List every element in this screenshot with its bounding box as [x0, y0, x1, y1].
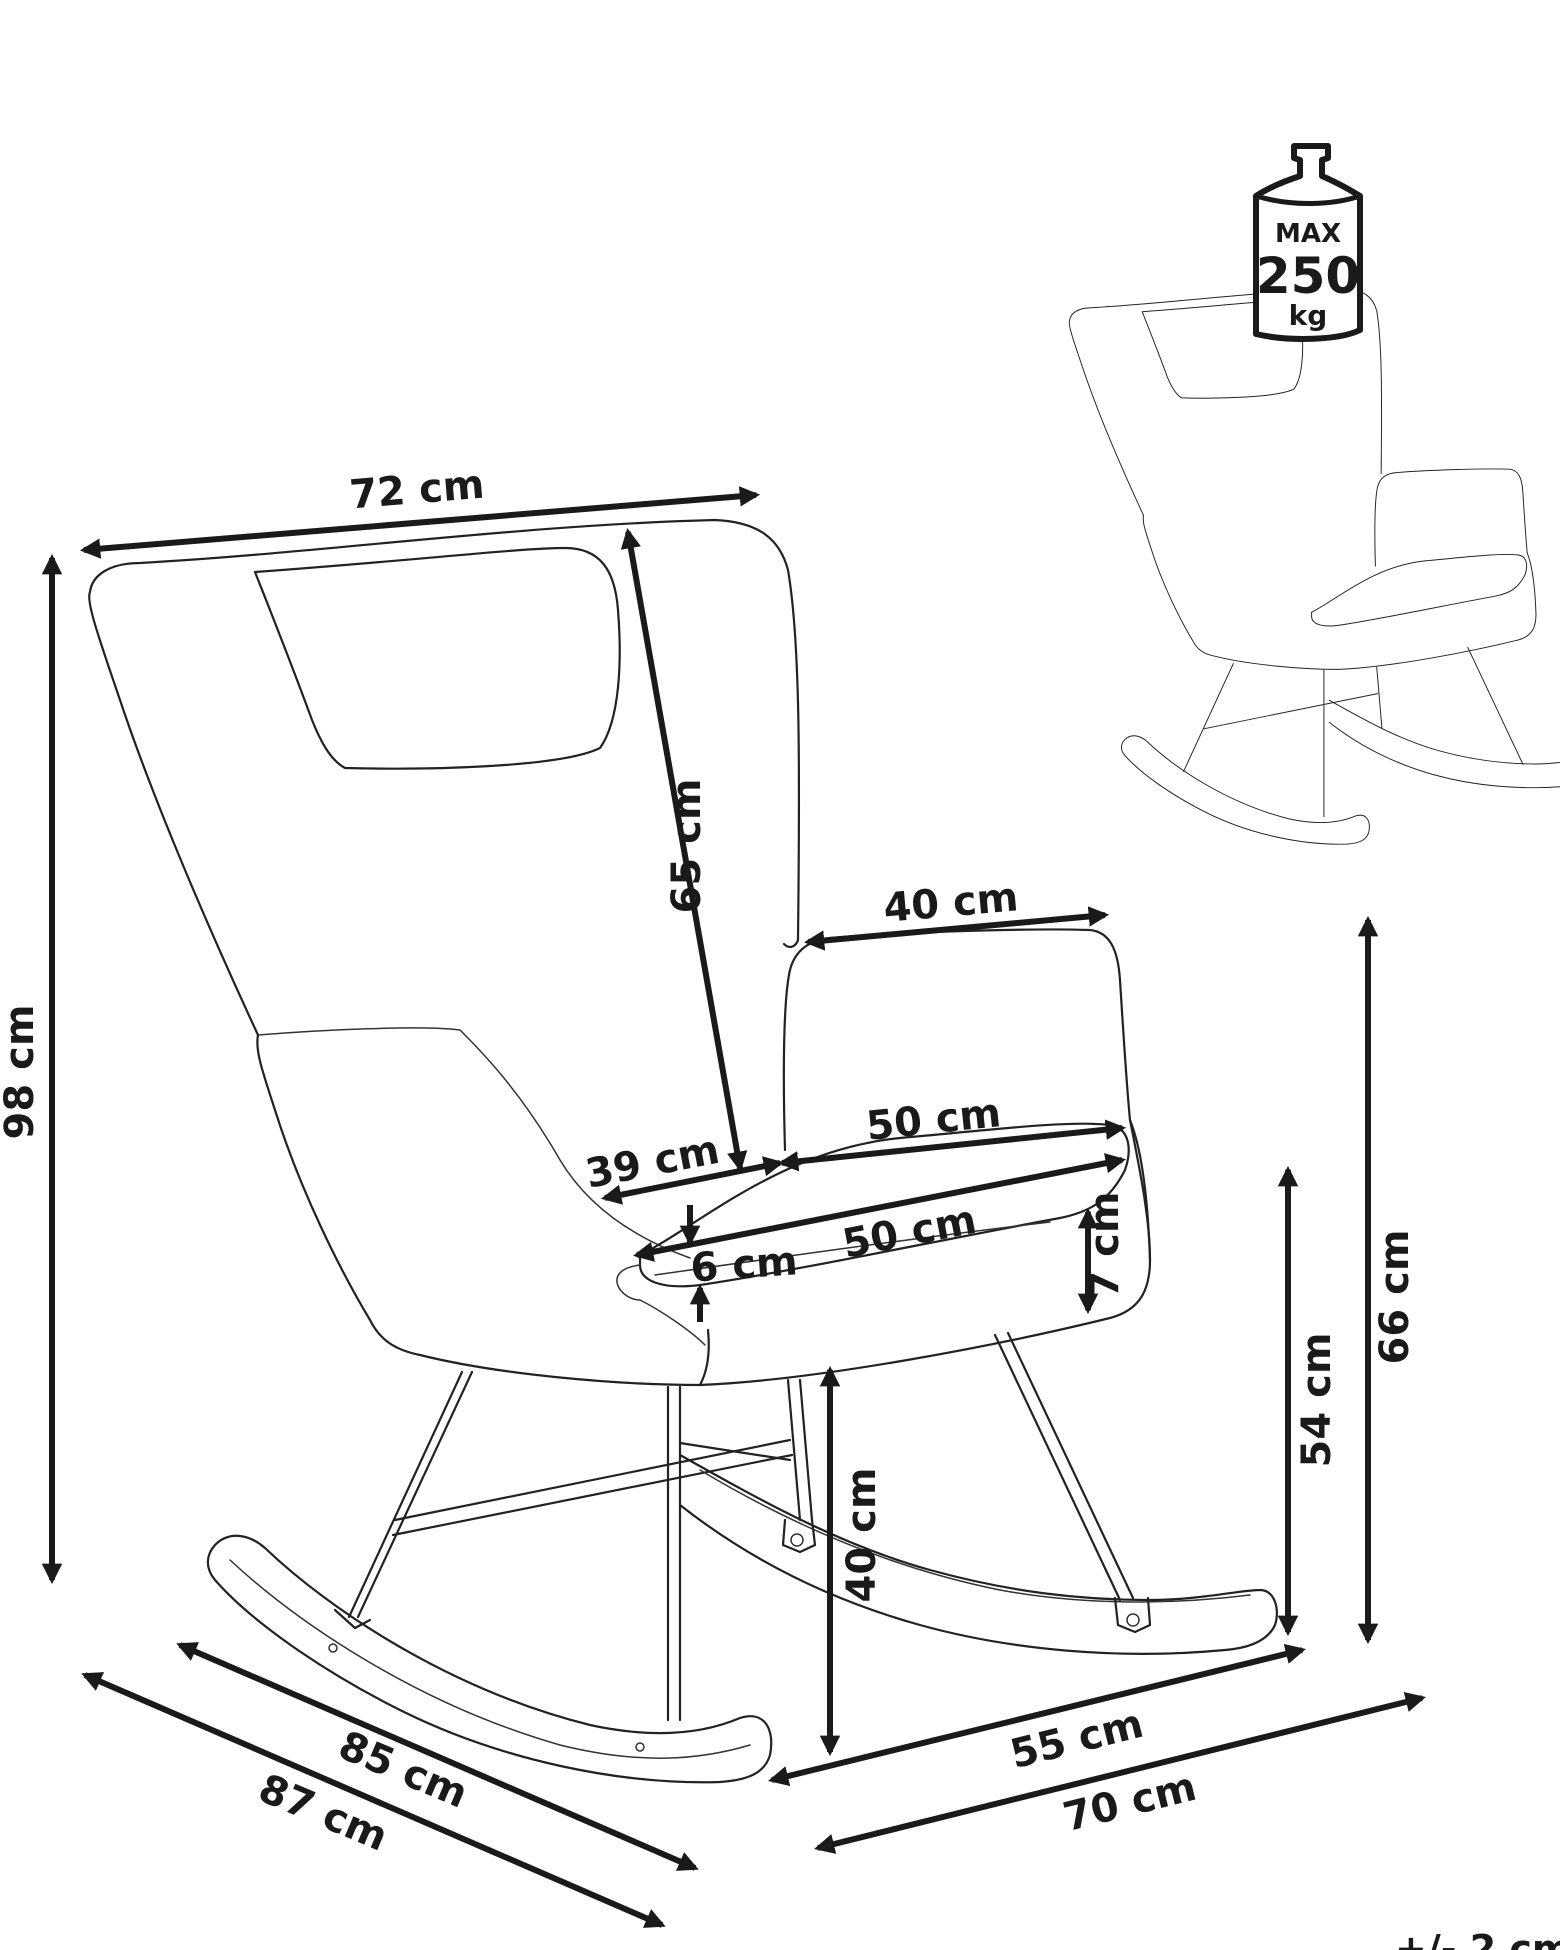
dim-line-seat-width-bottom [632, 1153, 1127, 1262]
label-width-base-outer: 70 cm [1059, 1764, 1201, 1841]
chair-runner-right-inner [699, 1469, 1251, 1603]
chair-leg-front-left [347, 1370, 474, 1619]
chair-bolt-right [1126, 1613, 1140, 1627]
chair-leg-rear-right [786, 1378, 814, 1522]
max-load-label: MAX [1275, 219, 1341, 249]
dimension-labels: 72 cm 98 cm 65 cm 40 cm 39 cm 50 cm 50 c… [0, 462, 1560, 1950]
dimension-lines [41, 486, 1426, 1928]
chair-bracket-left [333, 1608, 372, 1630]
chair-back-inner-curve [257, 1027, 691, 1259]
chair-body-left [256, 1033, 710, 1387]
label-tolerance: +/- 2 cm [1395, 1927, 1560, 1950]
max-load-value: 250 [1256, 247, 1360, 305]
chair-bolt-left-rear [635, 1742, 645, 1752]
label-width-base-inner: 55 cm [1006, 1701, 1148, 1778]
label-seat-width-bottom: 50 cm [839, 1197, 980, 1268]
chair-bolt-rear [790, 1533, 804, 1547]
label-overall-width: 72 cm [348, 462, 486, 519]
chair-runner-left-inner [229, 1559, 751, 1759]
chair-runner-right [678, 1453, 1278, 1655]
chair-thumbnail [1068, 288, 1560, 845]
chair-headrest [253, 546, 621, 770]
label-armrest-height: 66 cm [1372, 1230, 1418, 1365]
dim-line-width-base-outer [814, 1692, 1426, 1854]
chair-crossbar-left [391, 1438, 794, 1537]
dim-line-depth-inner [176, 1642, 699, 1871]
dim-line-armrest-length [803, 906, 1110, 951]
label-seat-front-thickness: 7 cm [1082, 1191, 1128, 1298]
chair-back-shell [88, 518, 801, 1037]
label-backrest-height: 65 cm [664, 779, 710, 914]
label-seat-height: 40 cm [839, 1468, 885, 1603]
weight-jar-icon [1253, 143, 1363, 342]
chair-bolt-left [328, 1643, 338, 1653]
chair-runner-left [206, 1534, 773, 1784]
label-seat-top-height: 54 cm [1294, 1333, 1340, 1468]
chair-bracket-rear [781, 1518, 817, 1554]
dim-line-overall-width [79, 486, 761, 559]
chair-crossbar-rear [678, 1441, 792, 1462]
chair-leg-front-right [993, 1331, 1135, 1602]
chair-leg-rear-left [666, 1385, 682, 1722]
max-load-unit: kg [1289, 299, 1328, 332]
dim-line-depth-outer [81, 1672, 666, 1928]
label-cushion-thickness: 6 cm [689, 1238, 799, 1291]
chair-bracket-right [1113, 1596, 1152, 1634]
max-load-badge: MAX 250 kg [1253, 143, 1363, 342]
label-overall-height: 98 cm [0, 1005, 43, 1140]
dim-line-backrest-height [620, 527, 748, 1173]
chair-seat-left-edge [616, 1264, 706, 1346]
